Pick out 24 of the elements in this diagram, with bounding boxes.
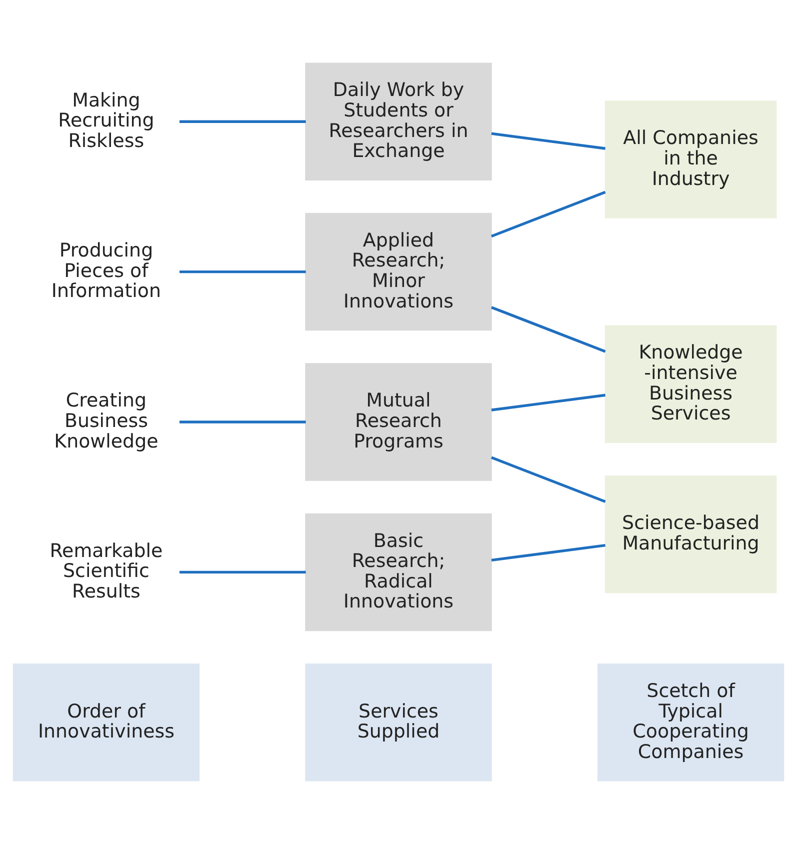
node-text: Remarkable Scientific Results <box>50 539 163 602</box>
node-box: Basic Research; Radical Innovations <box>305 512 492 631</box>
connector <box>491 132 606 150</box>
connector <box>180 420 306 423</box>
node-box: Mutual Research Programs <box>305 362 492 480</box>
node-box: Order of Innovativiness <box>12 663 200 781</box>
node-box: Applied Research; Minor Innovations <box>305 212 492 330</box>
connector <box>490 306 606 352</box>
node-text: Producing Pieces of Information <box>51 239 162 302</box>
connector <box>180 270 306 273</box>
node-box: Services Supplied <box>305 663 492 781</box>
connector <box>180 570 306 574</box>
node-box: Knowledge -intensive Business Services <box>604 324 777 442</box>
connector <box>491 393 606 411</box>
node-box: Scetch of Typical Cooperating Companies <box>597 663 784 781</box>
node-box: All Companies in the Industry <box>604 100 777 218</box>
node-box: Daily Work by Students or Researchers in Exchange <box>305 62 492 180</box>
connector <box>490 456 606 502</box>
connector <box>490 190 606 238</box>
node-text: Creating Business Knowledge <box>54 389 158 452</box>
node-box: Science-based Manufacturing <box>604 474 777 593</box>
node-text: Making Recruiting Riskless <box>58 88 154 152</box>
connector <box>180 120 306 122</box>
connector <box>491 543 606 562</box>
